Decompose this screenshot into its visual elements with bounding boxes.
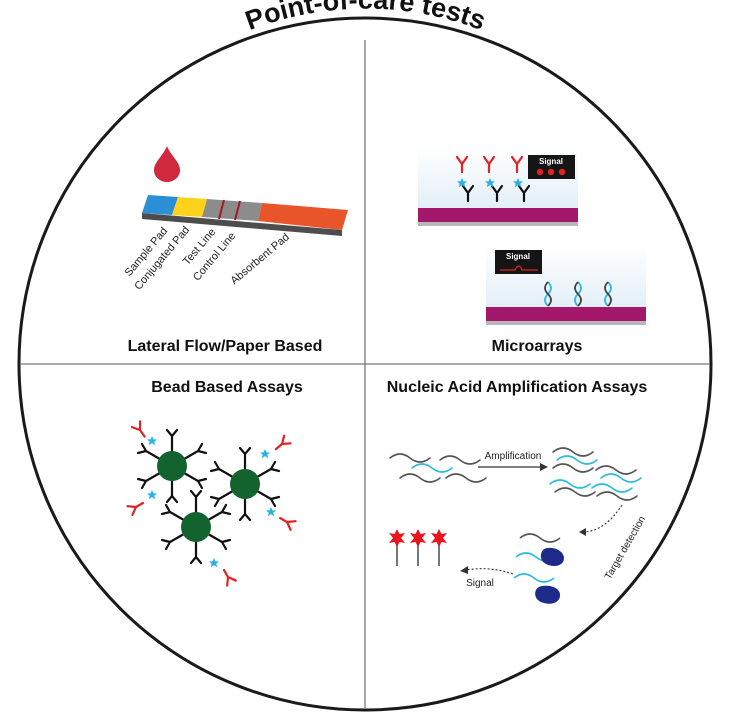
microarray-substrate-bottom [486, 307, 646, 321]
lateral-flow-quadrant: Sample Pad Conjugated Pad Test Line Cont… [123, 146, 348, 355]
bead-based-title: Bead Based Assays [151, 379, 303, 396]
svg-text:Signal: Signal [506, 252, 530, 261]
input-dna-strands [389, 453, 487, 483]
signal-box-bottom: Signal [495, 250, 542, 274]
microarray-substrate-top [418, 208, 578, 222]
bead-3 [160, 489, 232, 565]
nucleic-acid-quadrant: Nucleic Acid Amplification Assays Amplif… [387, 379, 648, 604]
bead-based-quadrant: Bead Based Assays [126, 379, 303, 587]
absorbent-pad-label: Absorbent Pad [228, 231, 291, 287]
target-detection-arrow [579, 504, 623, 536]
dna-probes [544, 281, 612, 307]
amplification-arrow [478, 463, 548, 471]
bead-2 [209, 446, 281, 522]
lateral-flow-title: Lateral Flow/Paper Based [128, 338, 323, 355]
signal-arrow [460, 566, 514, 575]
test-strip [142, 195, 348, 236]
signal-flags [389, 529, 447, 566]
svg-text:Signal: Signal [539, 157, 563, 166]
bead-1 [136, 428, 208, 504]
microarrays-title: Microarrays [492, 338, 583, 355]
signal-box-top: Signal [528, 155, 575, 179]
microarrays-quadrant: Signal Signal [418, 146, 646, 355]
nucleic-acid-title: Nucleic Acid Amplification Assays [387, 379, 648, 396]
signal-label: Signal [466, 578, 494, 589]
amplification-label: Amplification [485, 451, 542, 462]
amplified-dna-strands [549, 447, 642, 501]
outer-circle [17, 16, 713, 712]
blood-drop-icon [154, 146, 180, 182]
bead-red-antibodies [126, 420, 297, 587]
enzyme-probes [513, 533, 564, 604]
